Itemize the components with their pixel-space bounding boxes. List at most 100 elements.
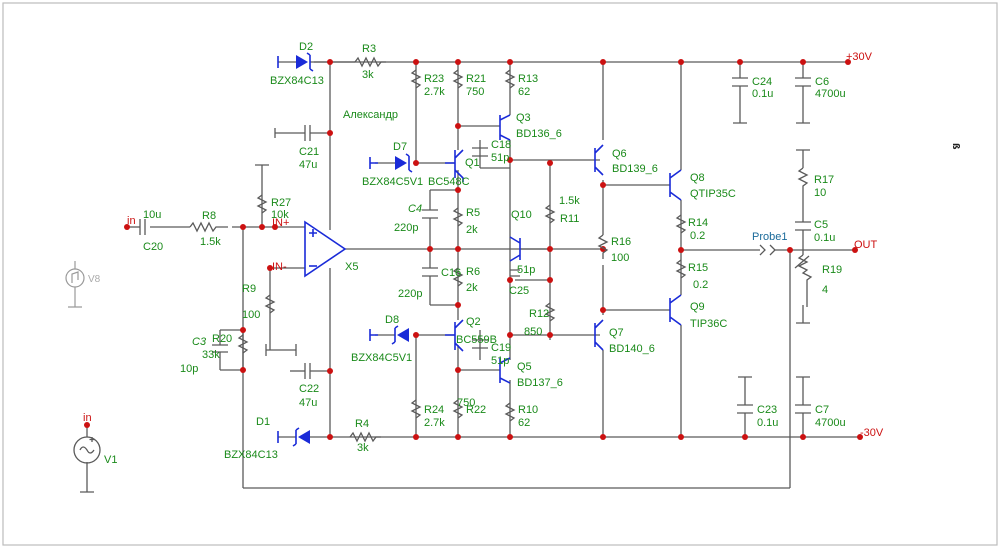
- label-r20-value: 33k: [202, 349, 220, 361]
- label-r27-value: 10k: [271, 209, 289, 221]
- node: [84, 422, 90, 428]
- label-r4-value: 3k: [357, 442, 369, 454]
- node: [800, 434, 806, 440]
- label-d7-name: D7: [393, 141, 407, 153]
- label-r5-name: R5: [466, 207, 480, 219]
- probe-marker: [759, 244, 776, 256]
- resistor-r19-arrow: [794, 255, 810, 269]
- node: [240, 327, 246, 333]
- resistor-r13: [504, 69, 516, 89]
- node: [413, 332, 419, 338]
- resistor-r20: [237, 334, 249, 354]
- node: [507, 434, 513, 440]
- label-r3-name: R3: [362, 43, 376, 55]
- node: [427, 246, 433, 252]
- ground-c6: [796, 115, 810, 124]
- label-net-out: OUT: [854, 239, 878, 251]
- capacitor-c25: [510, 269, 520, 277]
- label-d7-value: BZX84C5V1: [362, 176, 423, 188]
- capacitor-c18: [472, 147, 488, 157]
- diode-d2: [277, 52, 314, 72]
- node: [124, 224, 130, 230]
- resistor-r4: [349, 431, 381, 443]
- label-q3-value: BD136_6: [516, 128, 562, 140]
- source-v8: [65, 261, 85, 308]
- label-c23-value: 0.1u: [757, 417, 778, 429]
- node: [413, 434, 419, 440]
- diode-d8: [369, 325, 409, 345]
- label-c16-name: C16: [441, 267, 461, 279]
- label-r4-name: R4: [355, 418, 369, 430]
- label-q1-value: BC548C: [428, 176, 470, 188]
- capacitor-c4: [422, 209, 438, 219]
- label-q7-value: BD140_6: [609, 343, 655, 355]
- label-r13-name: R13: [518, 73, 538, 85]
- transistor-q7: [594, 319, 604, 351]
- ground-r19: [796, 318, 810, 324]
- resistor-r9: [264, 294, 276, 314]
- label-d8-value: BZX84C5V1: [351, 352, 412, 364]
- label-r21-value: 750: [466, 86, 484, 98]
- ground-c23: [738, 376, 752, 385]
- label-c6-value: 4700u: [815, 88, 846, 100]
- label-v1-name: V1: [104, 454, 117, 466]
- resistor-r16: [597, 234, 609, 259]
- node: [455, 123, 461, 129]
- node: [455, 187, 461, 193]
- label-c25-value: 51p: [517, 264, 535, 276]
- resistor-r10: [504, 402, 516, 422]
- label-r3-value: 3k: [362, 69, 374, 81]
- label-r17-value: 10: [814, 187, 826, 199]
- label-net-in-minus: IN-: [272, 261, 287, 273]
- label-r13-value: 62: [518, 86, 530, 98]
- label-r27-name: R27: [271, 197, 291, 209]
- ground-c7: [796, 376, 810, 385]
- node: [845, 59, 851, 65]
- transistor-q3: [499, 114, 511, 141]
- diode-d1: [277, 427, 310, 447]
- node: [600, 307, 606, 313]
- label-d1-name: D1: [256, 416, 270, 428]
- transistor-q10: [509, 236, 521, 262]
- junction-nodes: [84, 59, 863, 440]
- resistor-r15: [675, 259, 687, 279]
- label-r11-value: 1.5k: [559, 195, 580, 207]
- label-c19-value: 51p: [491, 355, 509, 367]
- ground-r27: [255, 164, 269, 170]
- node: [240, 367, 246, 373]
- ground-v1: [80, 488, 94, 493]
- resistor-r27: [256, 194, 268, 214]
- capacitor-c7: [795, 404, 811, 414]
- label-r23-value: 2.7k: [424, 86, 445, 98]
- label-d8-name: D8: [385, 314, 399, 326]
- node: [507, 59, 513, 65]
- label-x5-name: X5: [345, 261, 358, 273]
- node: [600, 434, 606, 440]
- label-c4-name: C4: [408, 203, 422, 215]
- resistor-r23: [410, 69, 422, 89]
- node: [600, 182, 606, 188]
- node: [547, 160, 553, 166]
- label-q9-name: Q9: [690, 301, 705, 313]
- ground-r17: [796, 149, 810, 155]
- label-net-in-plus: IN+: [272, 217, 289, 229]
- edge-marker-icon: ß: [950, 143, 960, 150]
- label-r22-value: 750: [457, 397, 475, 409]
- label-c20-value: 10u: [143, 209, 161, 221]
- node: [547, 246, 553, 252]
- label-r9-value: 100: [242, 309, 260, 321]
- capacitor-c16: [422, 267, 438, 277]
- label-d2-name: D2: [299, 41, 313, 53]
- label-r10-value: 62: [518, 417, 530, 429]
- label-r16-name: R16: [611, 236, 631, 248]
- diode-d7: [369, 153, 413, 173]
- label-r17-name: R17: [814, 174, 834, 186]
- label-r23-name: R23: [424, 73, 444, 85]
- component-symbols: [65, 52, 813, 464]
- node: [455, 302, 461, 308]
- transistor-q2: [445, 319, 464, 352]
- ground-c24: [733, 115, 747, 124]
- label-r5-value: 2k: [466, 224, 478, 236]
